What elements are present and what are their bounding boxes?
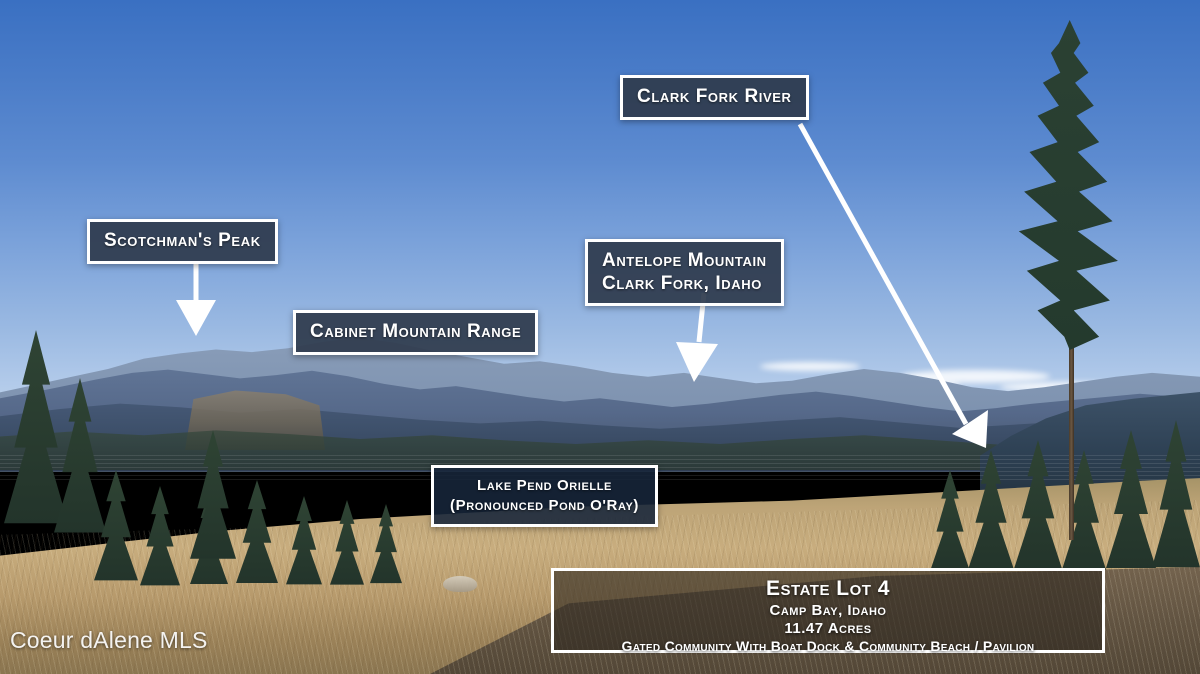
mls-watermark: Coeur dAlene MLS <box>10 627 208 653</box>
foreground-rock <box>443 576 477 592</box>
label-text-lake-line2: (Pronounced Pond O'Ray) <box>450 496 640 514</box>
sky-background <box>0 0 1200 420</box>
label-text-scotchmans-peak: Scotchman's Peak <box>104 230 261 251</box>
annotation-label-cabinet-mountain-range[interactable]: Cabinet Mountain Range <box>293 310 539 355</box>
estate-title: Estate Lot 4 <box>766 577 890 600</box>
label-text-clark-fork-river: Clark Fork River <box>637 86 792 107</box>
annotation-label-scotchmans-peak[interactable]: Scotchman's Peak <box>87 219 278 264</box>
label-text-antelope-mountain-line2: Clark Fork, Idaho <box>602 273 762 295</box>
estate-info-box[interactable]: Estate Lot 4 Camp Bay, Idaho 11.47 Acres… <box>551 568 1105 655</box>
estate-location: Camp Bay, Idaho <box>769 601 887 619</box>
label-text-cabinet-mountain-range: Cabinet Mountain Range <box>310 321 522 342</box>
annotation-label-antelope-mountain[interactable]: Antelope Mountain Clark Fork, Idaho <box>585 239 784 307</box>
annotation-label-clark-fork-river[interactable]: Clark Fork River <box>620 75 809 120</box>
estate-features: Gated Community With Boat Dock & Communi… <box>621 638 1035 655</box>
cloud <box>760 362 860 371</box>
annotation-label-lake-pend-orielle[interactable]: Lake Pend Orielle (Pronounced Pond O'Ray… <box>431 465 659 527</box>
label-text-lake-line1: Lake Pend Orielle <box>477 477 612 494</box>
estate-acreage: 11.47 Acres <box>784 620 872 638</box>
label-text-antelope-mountain-line1: Antelope Mountain <box>602 250 767 271</box>
